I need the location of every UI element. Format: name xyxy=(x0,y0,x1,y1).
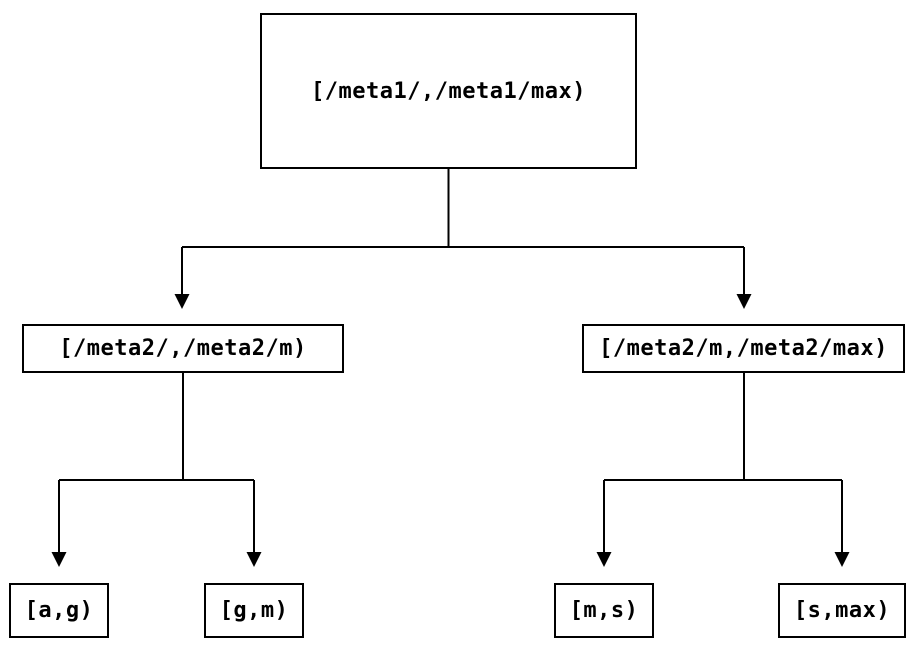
node-leaf-s-max-label: [s,max) xyxy=(793,598,891,623)
node-leaf-m-s: [m,s) xyxy=(554,583,654,638)
node-leaf-g-m-label: [g,m) xyxy=(219,598,289,623)
node-leaf-a-g: [a,g) xyxy=(9,583,109,638)
node-meta2-low-label: [/meta2/,/meta2/m) xyxy=(59,336,307,361)
arrow-head-leaf-m-s xyxy=(596,552,612,567)
node-root: [/meta1/,/meta1/max) xyxy=(260,13,637,169)
node-meta2-high-label: [/meta2/m,/meta2/max) xyxy=(599,336,888,361)
node-root-label: [/meta1/,/meta1/max) xyxy=(311,78,586,104)
node-meta2-low: [/meta2/,/meta2/m) xyxy=(22,324,344,373)
edge-root-to-children xyxy=(181,169,745,294)
arrow-head-leaf-a-g xyxy=(51,552,67,567)
node-leaf-g-m: [g,m) xyxy=(204,583,304,638)
arrow-head-meta2-low xyxy=(174,294,190,309)
edge-meta2-high-to-children xyxy=(603,373,843,552)
node-leaf-s-max: [s,max) xyxy=(778,583,906,638)
node-leaf-a-g-label: [a,g) xyxy=(24,598,94,623)
arrow-head-leaf-s-max xyxy=(834,552,850,567)
arrow-head-meta2-high xyxy=(736,294,752,309)
node-meta2-high: [/meta2/m,/meta2/max) xyxy=(582,324,905,373)
arrow-head-leaf-g-m xyxy=(246,552,262,567)
edge-meta2-low-to-children xyxy=(58,373,255,552)
node-leaf-m-s-label: [m,s) xyxy=(569,598,639,623)
